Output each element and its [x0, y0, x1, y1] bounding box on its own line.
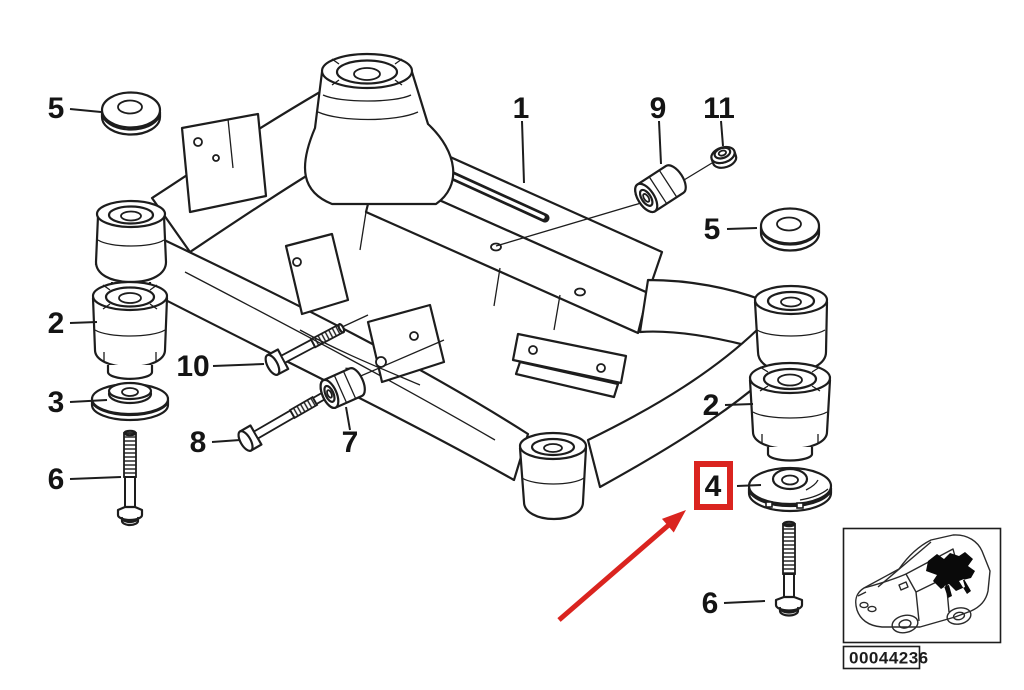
callout-leader-11	[720, 120, 724, 147]
part-5-washer-left	[100, 91, 162, 136]
frame-left-arm	[94, 236, 530, 482]
callout-leader-2	[69, 321, 98, 324]
callout-label-5: 5	[48, 92, 65, 125]
part-11-nut	[710, 145, 738, 169]
callout-leader-3	[69, 399, 108, 403]
frame-bracket-bar-lower	[514, 360, 620, 399]
callout-leader-7	[345, 406, 351, 431]
frame-plate-left	[180, 112, 268, 214]
part-code-box: 00044236	[842, 645, 929, 670]
callout-label-10: 10	[176, 350, 209, 383]
frame-bottom-tower	[518, 431, 588, 521]
subframe-drawing	[94, 52, 829, 521]
part-7-bushing	[319, 367, 366, 410]
callout-leader-5	[726, 227, 758, 230]
frame-left-tower	[94, 199, 168, 300]
callout-label-6: 6	[48, 463, 65, 496]
part-3-washer	[90, 381, 170, 422]
car-location-thumbnail	[842, 527, 1002, 644]
callout-leader-4	[736, 484, 762, 487]
callout-label-3: 3	[48, 386, 65, 419]
callout-leader-10	[212, 363, 265, 367]
callout-layer: 5 1 9 11 5 2 10 3 8 7 6 2 4 6	[48, 92, 766, 620]
callout-leader-9	[658, 120, 662, 165]
callout-leader-1	[521, 120, 525, 184]
callout-label-11: 11	[703, 92, 735, 125]
assembly-line-7	[355, 339, 445, 379]
bracket-hole	[528, 345, 538, 355]
part-9-bushing	[634, 164, 687, 214]
assembly-line-9	[495, 202, 642, 247]
callout-label-8: 8	[190, 426, 207, 459]
bracket-hole	[596, 363, 606, 373]
callout-label-2: 2	[703, 389, 720, 422]
callout-leader-6	[69, 476, 122, 480]
highlight-arrow-head	[661, 510, 686, 533]
part-5-washer-right	[759, 207, 821, 252]
highlight-arrow-shaft	[557, 521, 673, 622]
car-sketch	[855, 534, 991, 634]
separate-parts	[90, 91, 833, 617]
callout-label-9: 9	[650, 92, 667, 125]
gusset-hole	[409, 331, 419, 341]
callout-label-6: 6	[702, 587, 719, 620]
callout-leader-2	[724, 403, 754, 406]
frame-gusset-2	[366, 303, 446, 384]
car-axle-location-marker	[926, 552, 975, 598]
callout-label-7: 7	[342, 426, 359, 459]
part-2-bushing-left	[91, 280, 169, 380]
part-8-bolt	[237, 390, 329, 452]
callout-leader-6	[723, 600, 766, 604]
part-code-frame	[842, 645, 921, 670]
highlight-layer	[557, 461, 733, 622]
rail-depth-lines	[359, 211, 561, 331]
plate-hole	[193, 137, 203, 147]
highlight-box-part-4	[694, 461, 733, 510]
frame-left-arm-contour	[184, 271, 496, 441]
assembly-line-10	[339, 314, 369, 329]
frame-top-tower	[303, 52, 455, 206]
callout-label-5: 5	[704, 213, 721, 246]
callout-label-4: 4	[705, 470, 722, 503]
callout-label-2: 2	[48, 307, 65, 340]
plate-line	[227, 118, 234, 169]
callout-leader-5	[69, 108, 102, 113]
part-4-washer	[747, 466, 833, 513]
part-6-bolt-right	[774, 520, 804, 617]
part-6-bolt-left	[116, 429, 144, 527]
gusset-hole	[292, 257, 302, 267]
part-10-bolt	[264, 323, 346, 376]
part-2-bushing-right	[748, 361, 832, 462]
callout-leader-8	[211, 439, 241, 443]
frame-gusset-1	[284, 232, 350, 316]
callout-label-1: 1	[513, 92, 530, 125]
plate-hole	[212, 154, 220, 162]
assembly-line-11	[683, 162, 713, 181]
part-code: 00044236	[849, 649, 929, 668]
rail-hole	[574, 287, 586, 297]
